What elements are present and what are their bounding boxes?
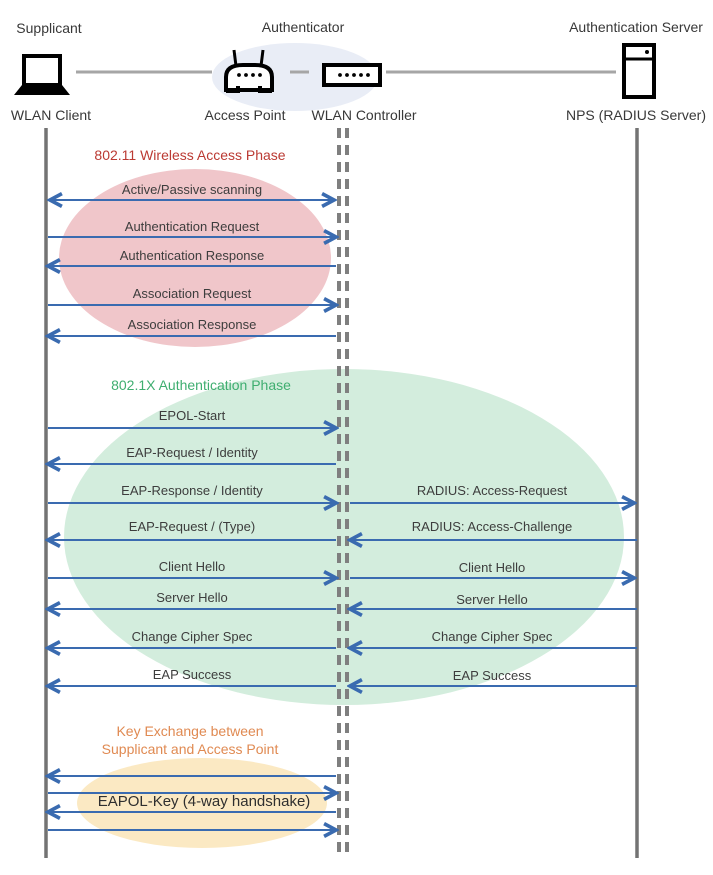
message-arrows [48, 200, 637, 830]
msg-change-cipher-spec-right: Change Cipher Spec [431, 629, 553, 644]
key-exchange-ellipse [77, 758, 327, 848]
authentication-phase-ellipse [64, 369, 624, 705]
phase3-title-line1: Key Exchange between [116, 723, 264, 739]
msg-eap-request-type: EAP-Request / (Type) [128, 519, 256, 534]
msg-radius-access-request: RADIUS: Access-Request [416, 483, 568, 498]
phase3-title-line2: Supplicant and Access Point [101, 741, 279, 757]
device-wlan-controller: WLAN Controller [311, 107, 417, 123]
msg-association-response: Association Response [127, 317, 257, 332]
msg-authentication-response: Authentication Response [119, 248, 265, 263]
msg-eap-request-identity: EAP-Request / Identity [126, 445, 258, 460]
msg-server-hello-right: Server Hello [456, 592, 528, 607]
msg-scanning: Active/Passive scanning [121, 182, 263, 197]
role-authenticator: Authenticator [261, 19, 345, 35]
msg-change-cipher-spec-left: Change Cipher Spec [131, 629, 253, 644]
phase3-title: Key Exchange between Supplicant and Acce… [102, 722, 279, 758]
laptop-icon [14, 54, 70, 95]
role-authentication-server: Authentication Server [569, 19, 703, 35]
access-point-icon [224, 49, 274, 93]
device-nps-radius: NPS (RADIUS Server) [565, 107, 707, 123]
msg-client-hello-left: Client Hello [158, 559, 226, 574]
device-access-point: Access Point [204, 107, 286, 123]
wlan-controller-icon [322, 63, 382, 87]
authenticator-group-ellipse [212, 43, 378, 111]
msg-eapol-key-handshake: EAPOL-Key (4-way handshake) [97, 793, 311, 810]
msg-authentication-request: Authentication Request [124, 219, 260, 234]
role-supplicant: Supplicant [16, 20, 82, 36]
msg-epol-start: EPOL-Start [158, 408, 226, 423]
device-wlan-client: WLAN Client [10, 107, 92, 123]
msg-eap-response-identity: EAP-Response / Identity [121, 483, 263, 498]
wireless-access-phase-ellipse [59, 169, 331, 347]
phase1-title: 802.11 Wireless Access Phase [94, 147, 286, 163]
phase2-title: 802.1X Authentication Phase [111, 377, 291, 393]
msg-client-hello-right: Client Hello [458, 560, 526, 575]
msg-eap-success-left: EAP Success [152, 667, 232, 682]
msg-eap-success-right: EAP Success [452, 668, 532, 683]
server-icon [622, 43, 656, 99]
msg-radius-access-challenge: RADIUS: Access-Challenge [411, 519, 573, 534]
msg-association-request: Association Request [132, 286, 252, 301]
msg-server-hello-left: Server Hello [156, 590, 228, 605]
